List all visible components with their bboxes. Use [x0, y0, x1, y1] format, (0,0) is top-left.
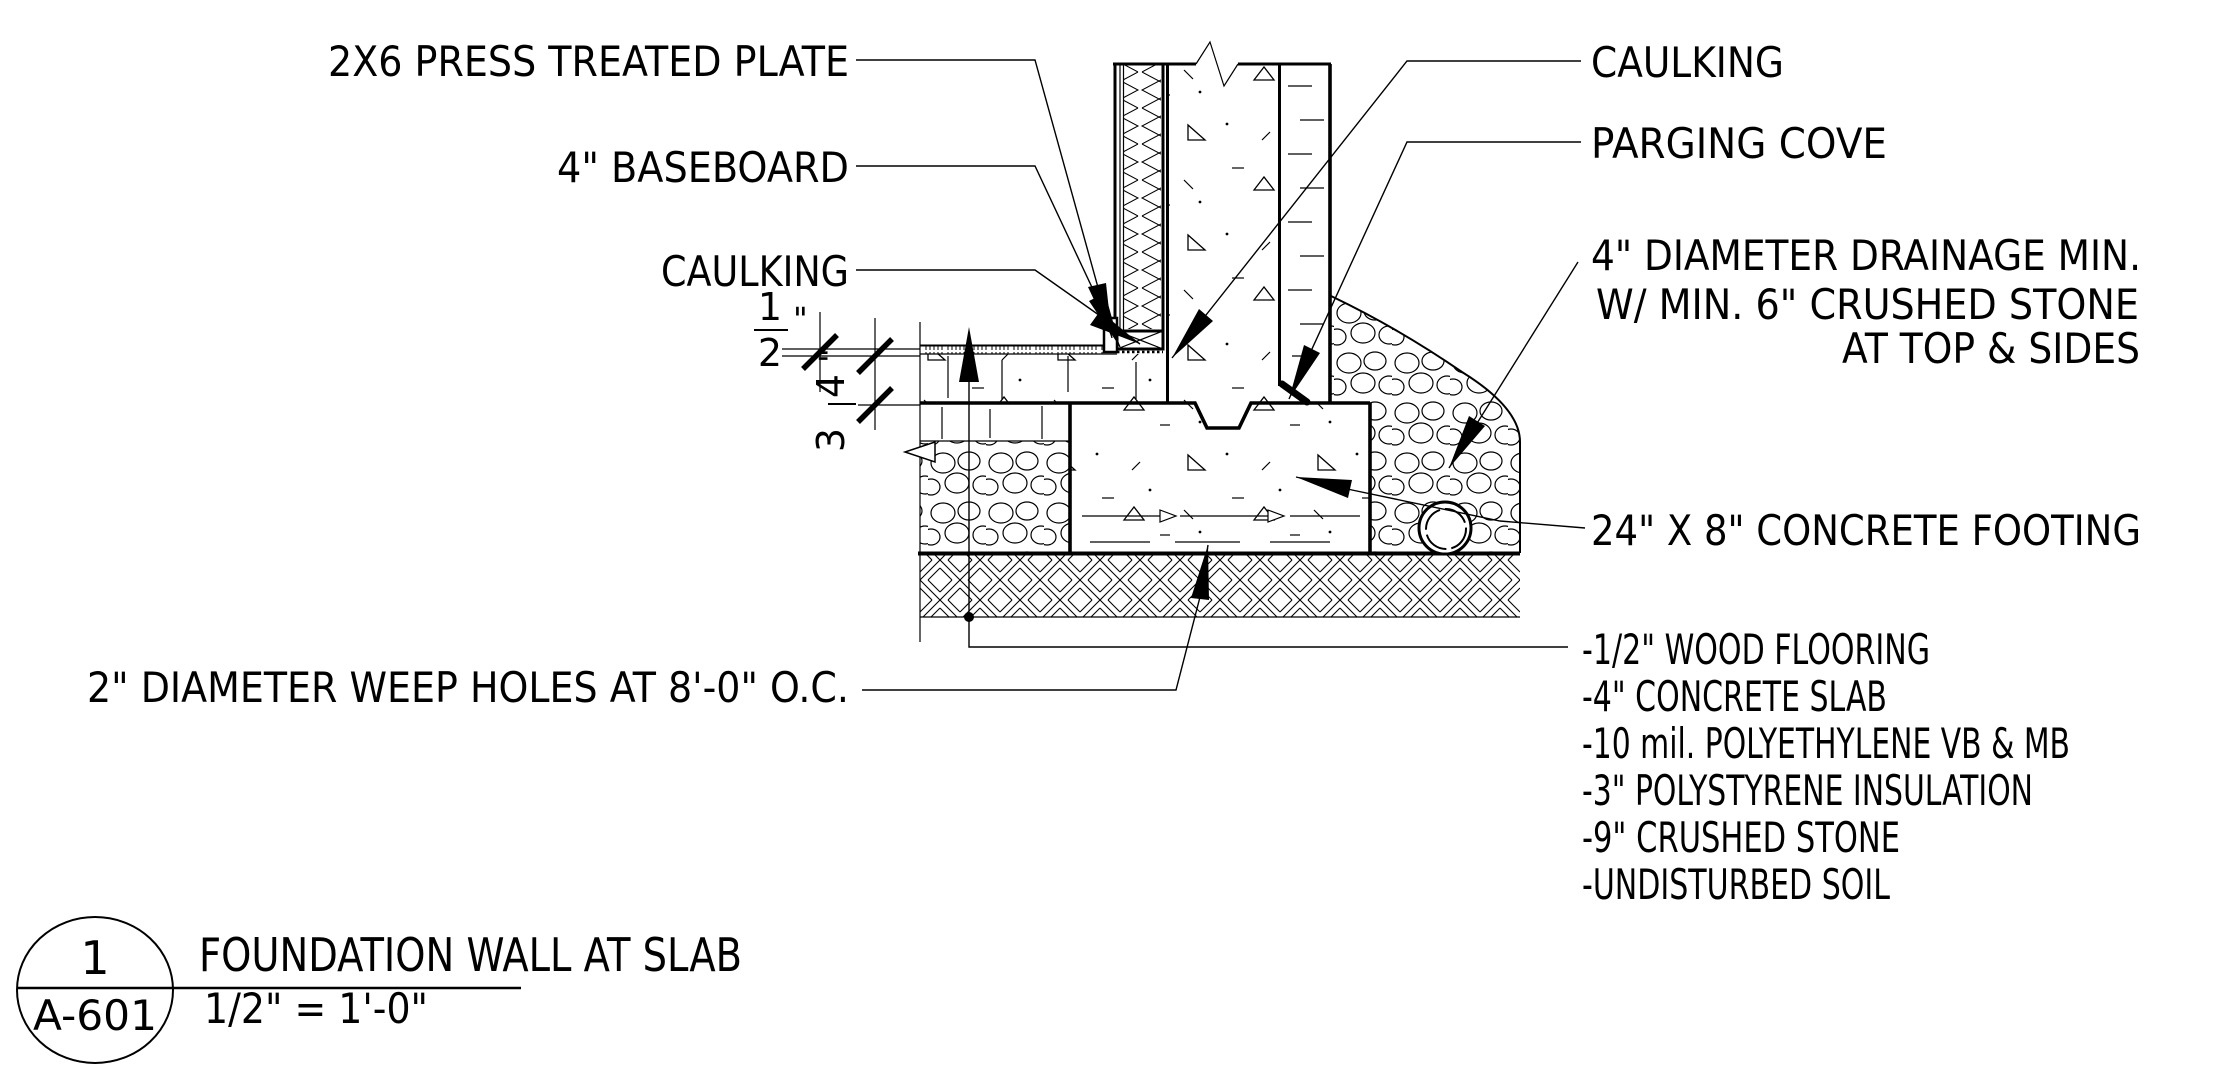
label-baseboard: 4" BASEBOARD — [557, 143, 849, 192]
dimension-three-quarter-inch: 4 3 " — [809, 348, 856, 452]
dim-lower-numerator: 3 — [809, 428, 853, 452]
detail-number-circle — [16, 916, 174, 1064]
structure-lines — [902, 40, 1521, 642]
dim-half-unit: " — [793, 300, 808, 338]
callout-labels: 2X6 PRESS TREATED PLATE 4" BASEBOARD CAU… — [87, 37, 2141, 712]
label-press-treated-plate: 2X6 PRESS TREATED PLATE — [328, 37, 849, 86]
leader-floor-assembly — [968, 332, 1568, 648]
arrow-weep-holes-icon — [1191, 545, 1209, 600]
dimensions: 1 2 " 4 3 " — [754, 285, 920, 452]
parging-hatch-ticks — [1288, 85, 1324, 357]
concrete-foundation-wall — [1169, 64, 1278, 403]
interior-finish-lines — [1119, 64, 1125, 331]
arrow-drainage-icon — [1449, 416, 1485, 468]
dim-tick-1 — [801, 333, 839, 371]
footing-rebar-lines — [1082, 509, 1360, 543]
label-drainage-line1: 4" DIAMETER DRAINAGE MIN. — [1591, 231, 2141, 280]
dim-half-denominator: 2 — [758, 331, 782, 375]
arrow-caulking-right-icon — [1172, 309, 1213, 358]
batt-insulation — [1124, 64, 1161, 329]
dim-lower-denominator: 4 — [809, 374, 853, 398]
wood-flooring-strip — [920, 346, 1105, 354]
break-symbol — [1195, 40, 1239, 88]
slab-bottom-and-keyway-line — [920, 401, 1370, 430]
detail-title: FOUNDATION WALL AT SLAB — [199, 928, 742, 982]
label-caulking-left: CAULKING — [661, 247, 849, 296]
sheet-number: A-601 — [33, 991, 157, 1040]
list-item-undisturbed-soil: -UNDISTURBED SOIL — [1582, 860, 1890, 909]
arrow-footing-icon — [1296, 477, 1352, 498]
detail-number: 1 — [80, 931, 109, 985]
dim-lower-unit: " — [812, 348, 850, 363]
list-item-polystyrene: -3" POLYSTYRENE INSULATION — [1582, 766, 2033, 815]
footing-keyway — [1195, 403, 1251, 428]
label-parging-cove: PARGING COVE — [1591, 119, 1887, 168]
polystyrene-insulation-ticks — [941, 406, 1043, 439]
leader-parging-cove — [1288, 141, 1581, 400]
list-item-polyethylene: -10 mil. POLYETHYLENE VB & MB — [1582, 719, 2070, 768]
list-item-wood-flooring: -1/2" WOOD FLOORING — [1582, 625, 1930, 674]
dim-tick-3 — [856, 386, 894, 424]
leader-terminal-dot — [964, 612, 974, 622]
detail-scale: 1/2" = 1'-0" — [204, 984, 428, 1033]
concrete-slab — [920, 354, 1166, 403]
wall-section — [920, 64, 1520, 617]
crushed-stone-at-footing — [1331, 296, 1520, 553]
leader-plate — [856, 59, 1113, 339]
label-concrete-footing: 24" X 8" CONCRETE FOOTING — [1591, 506, 2141, 555]
crushed-stone-boundary — [1330, 295, 1521, 553]
leader-lines — [856, 59, 1586, 691]
leader-baseboard — [856, 165, 1121, 348]
dimension-extension-lines — [782, 348, 920, 406]
parging-cove-fillet — [1278, 380, 1311, 406]
dim-tick-2 — [856, 337, 894, 375]
label-weep-holes: 2" DIAMETER WEEP HOLES AT 8'-0" O.C. — [87, 663, 849, 712]
list-item-concrete-slab: -4" CONCRETE SLAB — [1582, 672, 1887, 721]
leader-caulking-right — [1171, 60, 1581, 359]
undisturbed-soil — [920, 555, 1520, 617]
label-drainage-line2: W/ MIN. 6" CRUSHED STONE — [1596, 280, 2139, 329]
dimension-half-inch: 1 2 " — [754, 285, 808, 375]
label-caulking-right: CAULKING — [1591, 38, 1784, 87]
list-item-crushed-stone: -9" CRUSHED STONE — [1582, 813, 1900, 862]
dim-half-numerator: 1 — [758, 285, 782, 329]
grade-marker-icon — [902, 440, 936, 464]
arrow-caulking-left-icon — [1090, 311, 1140, 344]
crushed-stone-under-slab — [920, 441, 1069, 553]
floor-assembly-list: -1/2" WOOD FLOORING -4" CONCRETE SLAB -1… — [1582, 625, 2070, 909]
title-block: 1 A-601 FOUNDATION WALL AT SLAB 1/2" = 1… — [16, 916, 742, 1064]
arrow-parging-cove-icon — [1289, 345, 1320, 399]
label-drainage-line3: AT TOP & SIDES — [1842, 324, 2140, 373]
slab-texture-ticks — [947, 356, 1137, 399]
arrow-floor-assembly-icon — [959, 327, 979, 382]
